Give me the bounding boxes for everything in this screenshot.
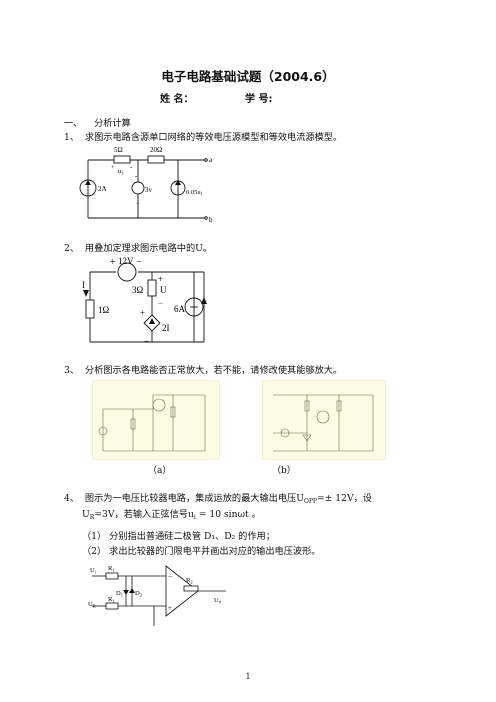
figure-3a-circuit: [92, 380, 220, 460]
fig4-ui-label: Ui: [90, 567, 97, 575]
fig1-node-b: b: [209, 216, 213, 224]
page-number: 1: [245, 672, 251, 681]
question-number: 3、: [64, 365, 80, 376]
fig4-r1-label: R1: [108, 565, 115, 573]
question-number: 2、: [64, 243, 80, 254]
fig1-plus: +: [111, 165, 115, 171]
fig1-r2-label: 20Ω: [150, 146, 162, 154]
fig2-voltage-source-label: 12V: [118, 256, 134, 266]
fig4-d2-label: D2: [135, 590, 142, 598]
section-heading: 一、 分析计算: [64, 115, 131, 129]
subitem-number: （2）: [82, 546, 107, 557]
fig4-d1-label: D1: [116, 590, 123, 598]
fig2-vsrc-plus: +: [110, 257, 116, 268]
figure-3b-caption: （b）: [272, 466, 296, 476]
question-text: =± 12V，设: [316, 493, 372, 504]
question-4-subitem-2: （2） 求出比较器的门限电平并画出对应的输出电压波形。: [82, 543, 320, 557]
subscript: i: [193, 514, 196, 521]
student-id-label: 学 号:: [245, 94, 273, 105]
subitem-text: 分别指出普通硅二极管 D₁、D₂ 的作用；: [109, 531, 275, 542]
figure-2-circuit: + 12V − I 1Ω 3Ω + U − 6A + 2I −: [82, 256, 207, 346]
fig1-node-a: a: [209, 156, 213, 164]
fig2-r1-label: 1Ω: [98, 305, 110, 315]
subitem-number: （1）: [82, 531, 107, 542]
fig2-dep-minus: −: [144, 336, 149, 346]
fig2-u-label: U: [160, 285, 167, 295]
fig4-r2-label: R2: [186, 577, 193, 585]
question-4-subitem-1: （1） 分别指出普通硅二极管 D₁、D₂ 的作用；: [82, 528, 275, 542]
question-3: 3、 分析图示各电路能否正常放大，若不能，请修改使其能够放大。: [64, 362, 342, 376]
fig2-dep-plus: +: [140, 308, 145, 318]
fig4-uo-label: U0: [214, 597, 222, 605]
subscript: R: [89, 514, 95, 521]
question-text: 图示为一电压比较器电路，集成运放的最大输出电压U: [84, 493, 304, 504]
section-number: 一、: [64, 118, 83, 129]
question-2: 2、 用叠加定理求图示电路中的U。: [64, 240, 212, 254]
fig1-vsrc-minus: -: [135, 172, 138, 180]
question-number: 1、: [64, 132, 80, 143]
fig1-r1-label: 5Ω: [114, 146, 123, 154]
fig2-u-minus: −: [158, 298, 163, 308]
fig1-dependent-source-label: 0.05u1: [186, 189, 203, 197]
page-title: 电子电路基础试题（2004.6）: [161, 69, 335, 84]
fig2-u-plus: +: [158, 274, 163, 284]
question-text: 用叠加定理求图示电路中的U。: [84, 243, 213, 254]
fig1-vsrc-plus: +: [136, 202, 140, 208]
question-text: = 10 sinωt 。: [195, 509, 261, 520]
question-text: =3V，若输入正弦信号u: [94, 509, 194, 520]
figure-3a-caption: （a）: [148, 466, 172, 476]
fig4-ur-label: UR: [88, 601, 96, 609]
fig4-r1b-label: R1: [108, 596, 115, 604]
fig2-r2-label: 3Ω: [132, 285, 144, 295]
question-text: 求图示电路含源单口网络的等效电压源模型和等效电流源模型。: [84, 132, 343, 143]
figure-1-circuit: 5Ω 20Ω + u1 - - + 2A 3v 0.05u1 a b: [79, 146, 213, 224]
figure-3b-circuit: [262, 380, 386, 460]
fig2-current-source-label: 6A: [174, 304, 186, 314]
subitem-text: 求出比较器的门限电平并画出对应的输出电压波形。: [109, 546, 321, 557]
fig1-current-source-label: 2A: [98, 185, 107, 193]
question-number: 4、: [64, 493, 80, 504]
section-name: 分析计算: [94, 118, 131, 129]
name-label: 姓 名：: [160, 94, 194, 105]
question-4-line-1: 4、 图示为一电压比较器电路，集成运放的最大输出电压UOPP=± 12V，设: [64, 490, 372, 505]
fig2-current-label: I: [82, 280, 85, 290]
fig2-dependent-source-label: 2I: [162, 323, 170, 333]
fig4-noninverting-input: +: [168, 604, 172, 612]
question-1: 1、 求图示电路含源单口网络的等效电压源模型和等效电流源模型。: [64, 129, 342, 143]
fig2-vsrc-minus: −: [136, 257, 142, 268]
subscript: OPP: [303, 498, 317, 505]
figure-4-comparator-circuit: Ui R1 UR R1 D1 D2 − + R2 U0: [88, 565, 226, 626]
fig4-inverting-input: −: [168, 572, 173, 581]
fig1-minus: -: [130, 163, 133, 171]
question-text: U: [82, 509, 90, 520]
question-text: 分析图示各电路能否正常放大，若不能，请修改使其能够放大。: [84, 365, 343, 376]
question-4-line-2: UR=3V，若输入正弦信号ui = 10 sinωt 。: [82, 506, 261, 521]
fig1-u1-label: u1: [118, 168, 124, 176]
fig1-voltage-source-label: 3v: [145, 186, 153, 194]
